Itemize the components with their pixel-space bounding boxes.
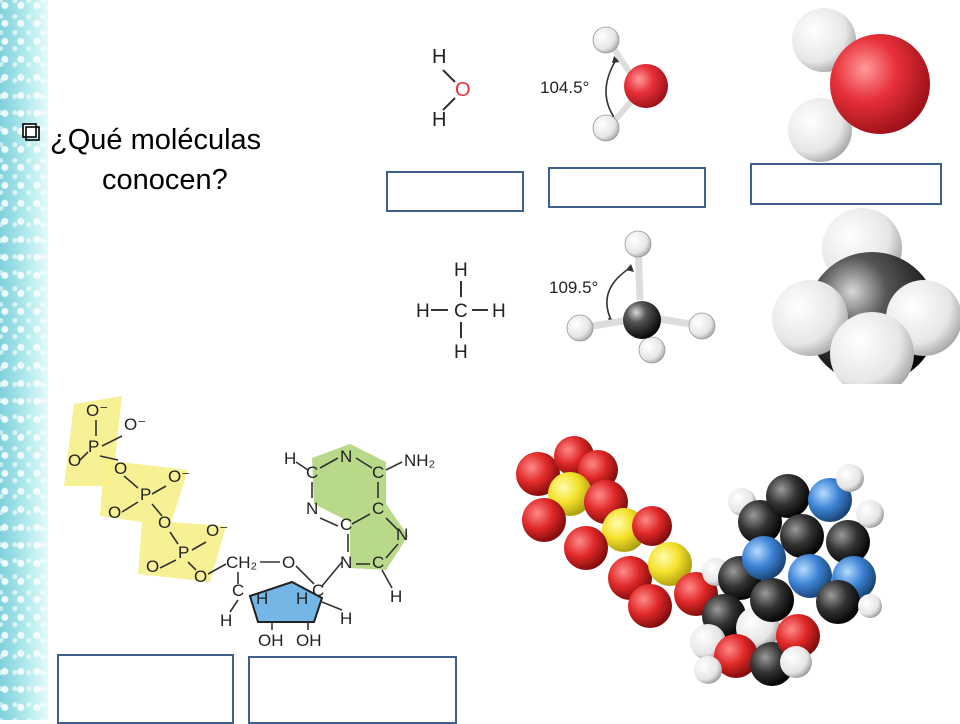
atp-p2-o-right: O⁻: [168, 467, 190, 486]
water-o-sphere: [830, 34, 930, 134]
atp-nh2: NH₂: [404, 451, 435, 470]
methane-h-ball-bottom: [638, 336, 666, 364]
water-h-sphere-bottom: [788, 98, 852, 162]
atp-sugar-h4: H: [340, 609, 352, 628]
methane-h-right: H: [492, 301, 506, 322]
methane-h-left: H: [416, 301, 430, 322]
atp-p1-o-top: O⁻: [86, 401, 108, 420]
atp-ester-o: O: [194, 567, 207, 586]
atp-sugar-c1: C: [232, 581, 244, 600]
atp-p1-o-right: O⁻: [124, 415, 146, 434]
answer-box-water-formula[interactable]: [386, 171, 524, 212]
atp-oh-1: OH: [258, 631, 284, 650]
atp-base-n4: N: [340, 553, 352, 572]
methane-h-sphere-left: [772, 280, 848, 356]
methane-angle-label: 109.5°: [549, 278, 598, 297]
atp-base-c1: C: [306, 463, 318, 482]
slide-question: ¿Qué moléculas conocen?: [50, 120, 261, 200]
water-angle-label: 104.5°: [540, 78, 589, 97]
checkbox-bullet-icon: [22, 123, 40, 141]
water-h-ball-bottom: [592, 114, 620, 142]
water-methane-figure: H O H 104.5° H H C H H 109.5°: [416, 8, 960, 396]
question-line-1: ¿Qué moléculas: [50, 124, 262, 156]
atp-base-n2: N: [306, 499, 318, 518]
methane-h-ball-left: [566, 314, 594, 342]
atp-base-n3: N: [396, 525, 408, 544]
atp-base-h-bottom: H: [390, 587, 402, 606]
methane-c-ball: [623, 301, 661, 339]
water-o-ball: [624, 64, 668, 108]
water-h-ball-top: [592, 26, 620, 54]
atp-base-h-top: H: [284, 449, 296, 468]
atp-base-c2: C: [372, 463, 384, 482]
atp-sugar-c2: C: [312, 581, 324, 600]
atp-space-filling-model: [516, 436, 884, 686]
atp-p2-o-left: O: [108, 503, 121, 522]
atp-oh-2: OH: [296, 631, 322, 650]
atp-p3-o-right: O⁻: [206, 521, 228, 540]
atp-sugar-h1: H: [256, 589, 268, 608]
atp-base-n1: N: [340, 447, 352, 466]
water-drops-background-strip: [0, 0, 48, 720]
answer-box-water-ball-stick[interactable]: [548, 167, 706, 208]
atp-sugar-h3: H: [220, 611, 232, 630]
atp-base-c5: C: [372, 553, 384, 572]
atp-sugar-h2: H: [296, 589, 308, 608]
atp-p3-o-left: O: [146, 557, 159, 576]
atp-p3-p: P: [178, 543, 189, 562]
water-h-top: H: [432, 46, 446, 68]
question-line-2: conocen?: [102, 164, 228, 196]
answer-box-atp-phosphates[interactable]: [57, 654, 234, 724]
atp-p2-o-bridge: O: [114, 459, 127, 478]
molecule-figure-panel: H O H 104.5° H H C H H 109.5°: [384, 0, 960, 396]
answer-box-water-space-filling[interactable]: [750, 163, 942, 205]
atp-p3-o-bridge: O: [158, 513, 171, 532]
atp-base-c3: C: [340, 515, 352, 534]
methane-h-top: H: [454, 260, 468, 281]
methane-h-ball-right: [688, 312, 716, 340]
answer-box-atp-nucleoside[interactable]: [248, 656, 457, 724]
methane-h-sphere-front: [830, 312, 914, 396]
atp-p2-p: P: [140, 485, 151, 504]
atp-p1-p: P: [88, 437, 99, 456]
atp-base-c4: C: [372, 499, 384, 518]
methane-c: C: [454, 301, 468, 322]
water-h-bottom: H: [432, 109, 446, 131]
atp-ring-o: O: [282, 553, 295, 572]
atp-p1-o-left: O: [68, 451, 81, 470]
methane-h-ball-top: [624, 230, 652, 258]
atp-ch2: CH₂: [226, 553, 257, 572]
atp-structural-formula: O⁻ P O⁻ O O P O⁻ O O P O⁻ O O CH₂ O C H …: [64, 396, 435, 650]
methane-h-bottom: H: [454, 342, 468, 363]
water-o: O: [455, 79, 471, 101]
